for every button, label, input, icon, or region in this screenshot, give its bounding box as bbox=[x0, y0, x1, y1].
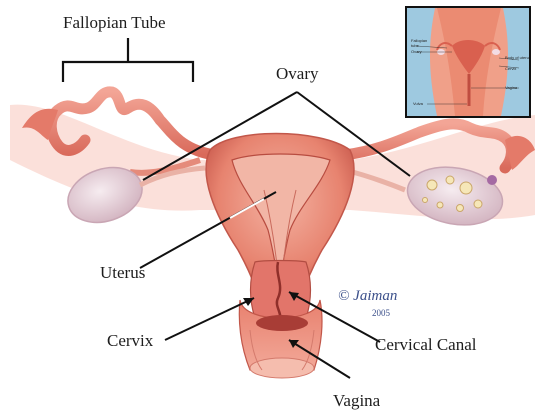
inset-figure: Fallopian tube Ovary Body of uterus Cerv… bbox=[405, 6, 531, 118]
fallopian-tube-bracket bbox=[63, 38, 193, 82]
label-cervical-canal: Cervical Canal bbox=[375, 336, 477, 353]
label-vagina: Vagina bbox=[333, 392, 380, 409]
signature-name: Jaiman bbox=[353, 288, 397, 304]
label-fallopian-tube: Fallopian Tube bbox=[63, 14, 166, 31]
inset-label-vulva: Vulva bbox=[413, 101, 423, 106]
inset-label-vagina: Vagina bbox=[505, 85, 517, 90]
inset-label-tube: tube bbox=[411, 43, 419, 48]
inset-body-illustration bbox=[407, 8, 529, 116]
label-ovary: Ovary bbox=[276, 65, 318, 82]
signature-year: 2005 bbox=[372, 308, 390, 318]
inset-label-ovary: Ovary bbox=[411, 49, 422, 54]
label-cervix: Cervix bbox=[107, 332, 153, 349]
inset-label-body-of-uterus: Body of uterus bbox=[505, 55, 531, 60]
artist-signature: © Jaiman bbox=[338, 288, 397, 305]
copyright-symbol: © bbox=[338, 288, 349, 304]
inset-label-cervix: Cervix bbox=[505, 66, 516, 71]
label-uterus: Uterus bbox=[100, 264, 145, 281]
